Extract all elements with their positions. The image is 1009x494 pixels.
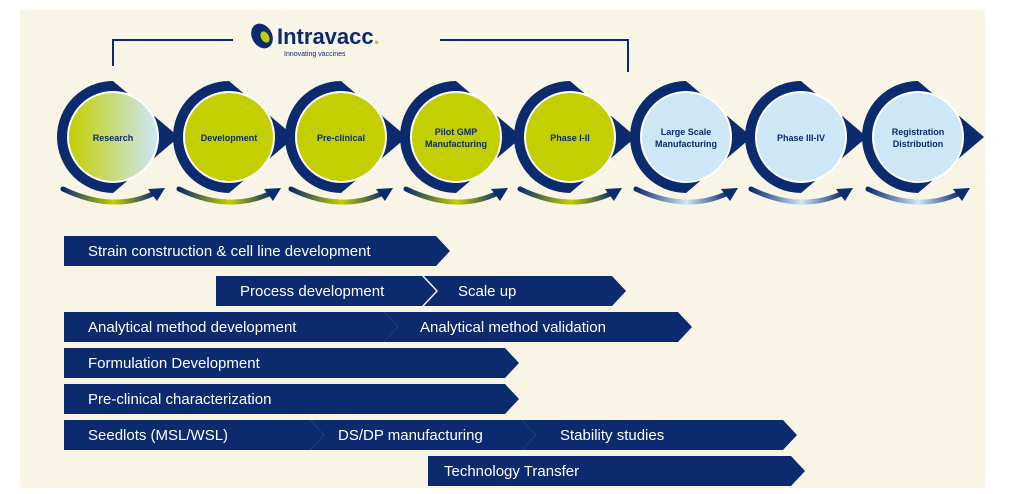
stage-arc-arrow xyxy=(865,186,963,205)
activity-label: Strain construction & cell line developm… xyxy=(88,243,371,260)
stage-label: Registration xyxy=(892,127,945,137)
stage-arc-arrowhead-icon xyxy=(836,188,853,201)
activity-bar xyxy=(384,312,692,342)
stage-arc-arrow xyxy=(748,186,846,205)
stage-label: Distribution xyxy=(893,139,944,149)
stage-label: Phase III-IV xyxy=(777,133,825,143)
logo-tagline: Innovating vaccines xyxy=(284,51,346,58)
stage-circles: Research Development Pre-clinical Pilot GMP… xyxy=(57,81,984,205)
stage-label: Large Scale xyxy=(661,127,712,137)
stage-arc-arrowhead-icon xyxy=(491,188,508,201)
stage-fill xyxy=(642,93,730,181)
activity-bar xyxy=(424,276,626,306)
activity-label: Process development xyxy=(240,283,385,300)
stage-fill xyxy=(757,93,845,181)
activity-bar xyxy=(64,348,519,378)
stage-arc-arrowhead-icon xyxy=(376,188,393,201)
stage-fill xyxy=(526,93,614,181)
stage-fill xyxy=(297,93,385,181)
stage-arc-arrowhead-icon xyxy=(721,188,738,201)
activity-bar xyxy=(64,236,450,266)
activity-bar xyxy=(310,420,536,450)
stage-fill xyxy=(69,93,157,181)
stage-label: Manufacturing xyxy=(655,139,717,149)
stage-label: Phase I-II xyxy=(550,133,590,143)
activity-label: Technology Transfer xyxy=(444,463,579,480)
activity-label: Pre-clinical characterization xyxy=(88,391,271,408)
activity-row: Strain construction & cell line developm… xyxy=(64,236,450,266)
stage-label: Development xyxy=(201,133,258,143)
stage-label: Manufacturing xyxy=(425,139,487,149)
stage-arc-arrowhead-icon xyxy=(605,188,622,201)
stage-fill xyxy=(412,93,500,181)
activity-row: Pre-clinical characterization xyxy=(64,384,519,414)
activity-label: DS/DP manufacturing xyxy=(338,427,483,444)
activity-row: Technology Transfer xyxy=(428,456,805,486)
activity-bar xyxy=(64,384,519,414)
stage-label: Pilot GMP xyxy=(435,127,478,137)
stage-arc-arrow xyxy=(60,186,158,205)
stage-arc-arrow xyxy=(633,186,731,205)
activity-row: Process development Scale up xyxy=(216,276,626,306)
stage-phase-iii-iv: Phase III-IV xyxy=(745,81,867,205)
activity-bar xyxy=(64,312,398,342)
logo-bracket-left xyxy=(112,39,233,66)
activity-row: Formulation Development xyxy=(64,348,519,378)
stage-fill xyxy=(874,93,962,181)
activity-label: Analytical method development xyxy=(88,319,297,336)
stage-fill xyxy=(185,93,273,181)
activity-label: Stability studies xyxy=(560,427,664,444)
activity-bar xyxy=(64,420,324,450)
activity-bar xyxy=(216,276,436,306)
intravacc-logo: Intravacc. Innovating vaccines xyxy=(251,23,380,58)
stage-label: Pre-clinical xyxy=(317,133,365,143)
activity-bar xyxy=(428,456,805,486)
activity-row: Seedlots (MSL/WSL) DS/DP manufacturing Sta… xyxy=(64,420,797,450)
activity-row: Analytical method development Analytical … xyxy=(64,312,692,342)
stage-arc-arrow xyxy=(288,186,386,205)
stage-development: Development xyxy=(173,81,295,205)
logo-dot: . xyxy=(374,24,380,49)
activity-bars: Strain construction & cell line developm… xyxy=(64,236,805,486)
logo-bracket-right xyxy=(440,39,629,72)
stage-label: Research xyxy=(93,133,134,143)
activity-label: Scale up xyxy=(458,283,516,300)
logo-name: Intravacc xyxy=(277,24,374,49)
stage-phase-i-ii: Phase I-II xyxy=(514,81,636,205)
stage-arc-arrowhead-icon xyxy=(264,188,281,201)
activity-label: Seedlots (MSL/WSL) xyxy=(88,427,228,444)
activity-bar xyxy=(522,420,797,450)
svg-text:Intravacc.: Intravacc. xyxy=(277,24,380,49)
stage-arc-arrow xyxy=(403,186,501,205)
logo-mark-icon xyxy=(251,23,273,49)
stage-arc-arrow xyxy=(517,186,615,205)
activity-label: Formulation Development xyxy=(88,355,261,372)
stage-research: Research xyxy=(57,81,179,205)
stage-arc-arrow xyxy=(176,186,274,205)
stage-arc-arrowhead-icon xyxy=(148,188,165,201)
stage-pilot-gmp-manufacturing: Pilot GMP Manufacturing xyxy=(400,81,522,205)
stage-pre-clinical: Pre-clinical xyxy=(285,81,407,205)
stage-arc-arrowhead-icon xyxy=(953,188,970,201)
activity-label: Analytical method validation xyxy=(420,319,606,336)
